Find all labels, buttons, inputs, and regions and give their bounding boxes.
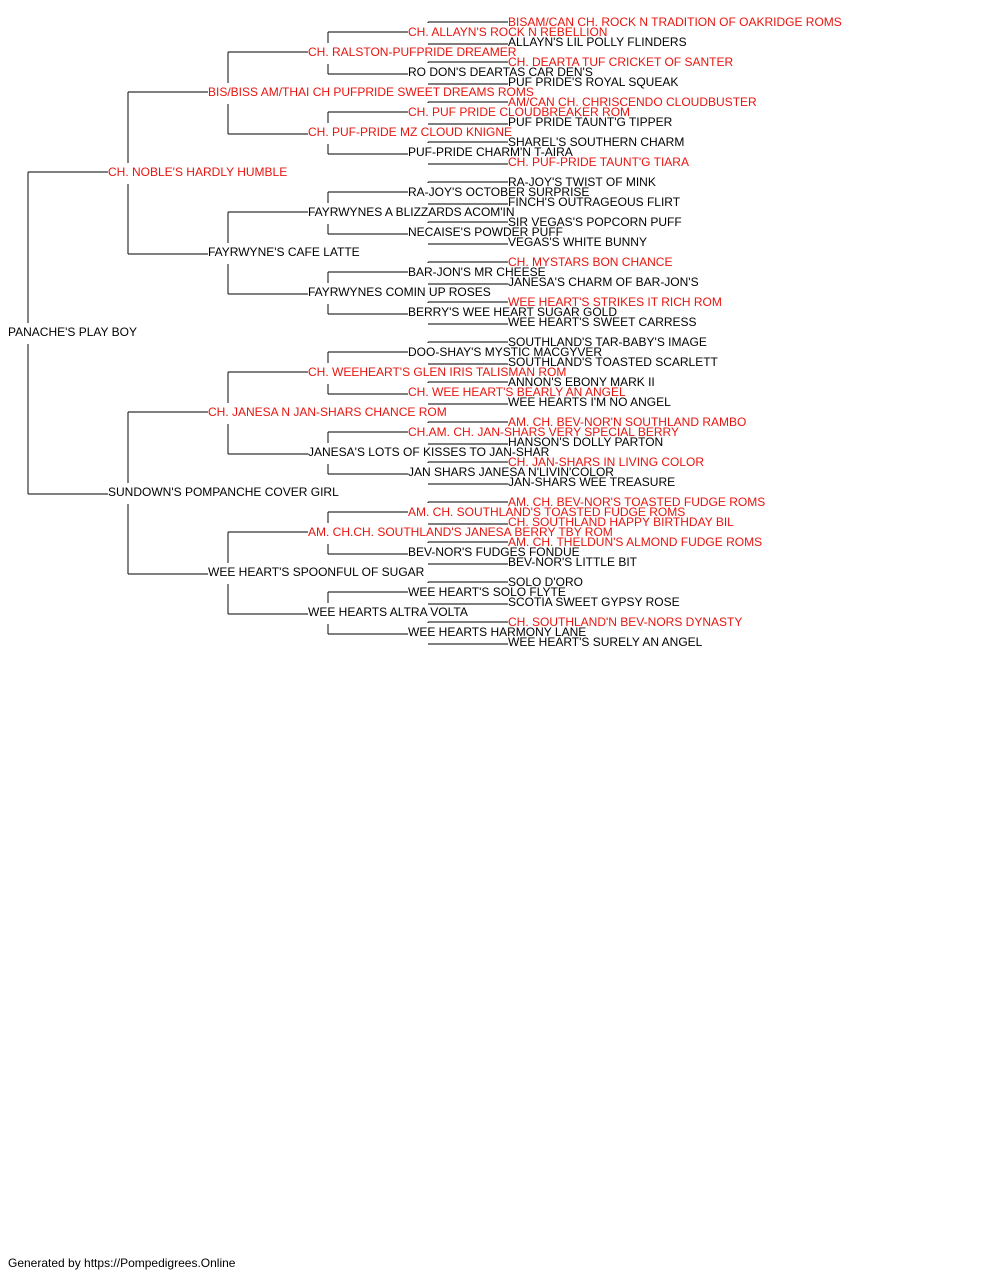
dog-name-dam-dam-dam-sire-dam: SCOTIA SWEET GYPSY ROSE — [508, 595, 680, 609]
dog-name-sire-sire-dam-sire: CH. PUF PRIDE CLOUDBREAKER ROM — [408, 105, 630, 119]
dog-name-dam-sire-dam-sire: CH.AM. CH. JAN-SHARS VERY SPECIAL BERRY — [408, 425, 679, 439]
dog-name-dam-dam-dam-sire: WEE HEART'S SOLO FLYTE — [408, 585, 566, 599]
dog-name-sire-sire-sire-sire-sire: BISAM/CAN CH. ROCK N TRADITION OF OAKRID… — [508, 15, 842, 29]
dog-name-sire-sire-sire-dam: RO DON'S DEARTAS CAR DEN'S — [408, 65, 593, 79]
dog-name-sire-sire-sire-dam-dam: PUF PRIDE'S ROYAL SQUEAK — [508, 75, 678, 89]
dog-name-dam-sire-dam: JANESA'S LOTS OF KISSES TO JAN-SHAR — [308, 445, 550, 459]
dog-name-sire-sire-dam-sire-dam: PUF PRIDE TAUNT'G TIPPER — [508, 115, 673, 129]
dog-name-dam-sire-sire-sire: DOO-SHAY'S MYSTIC MACGYVER — [408, 345, 602, 359]
dog-name-dam-sire-sire-sire-sire: SOUTHLAND'S TAR-BABY'S IMAGE — [508, 335, 707, 349]
dog-name-sire-dam-dam-dam: BERRY'S WEE HEART SUGAR GOLD — [408, 305, 617, 319]
dog-name-dam-dam-sire-sire-sire: AM. CH. BEV-NOR'S TOASTED FUDGE ROMS — [508, 495, 765, 509]
dog-name-sire: CH. NOBLE'S HARDLY HUMBLE — [108, 165, 287, 179]
dog-name-subject: PANACHE'S PLAY BOY — [8, 325, 137, 339]
dog-name-dam-sire-sire-dam-dam: WEE HEARTS I'M NO ANGEL — [508, 395, 671, 409]
dog-name-sire-sire-dam-sire-sire: AM/CAN CH. CHRISCENDO CLOUDBUSTER — [508, 95, 757, 109]
dog-name-dam-dam-dam: WEE HEARTS ALTRA VOLTA — [308, 605, 468, 619]
dog-name-dam-dam-sire-dam-sire: AM. CH. THELDUN'S ALMOND FUDGE ROMS — [508, 535, 762, 549]
dog-name-sire-dam-sire-dam-sire: SIR VEGAS'S POPCORN PUFF — [508, 215, 682, 229]
dog-name-dam-dam-sire-sire-dam: CH. SOUTHLAND HAPPY BIRTHDAY BIL — [508, 515, 734, 529]
dog-name-dam-dam-sire: AM. CH.CH. SOUTHLAND'S JANESA BERRY TBY … — [308, 525, 613, 539]
dog-name-sire-dam: FAYRWYNE'S CAFE LATTE — [208, 245, 360, 259]
dog-name-dam-dam-sire-dam: BEV-NOR'S FUDGES FONDUE — [408, 545, 580, 559]
dog-name-sire-sire-sire-sire: CH. ALLAYN'S ROCK N REBELLION — [408, 25, 607, 39]
dog-name-dam-dam-dam-dam-dam: WEE HEART'S SURELY AN ANGEL — [508, 635, 703, 649]
dog-name-sire-dam-sire: FAYRWYNES A BLIZZARDS ACOM'IN — [308, 205, 515, 219]
dog-name-dam-dam: WEE HEART'S SPOONFUL OF SUGAR — [208, 565, 425, 579]
dog-name-dam-dam-dam-sire-sire: SOLO D'ORO — [508, 575, 583, 589]
dog-name-dam-sire-dam-dam-sire: CH. JAN-SHARS IN LIVING COLOR — [508, 455, 704, 469]
dog-name-dam-sire-dam-sire-sire: AM. CH. BEV-NOR'N SOUTHLAND RAMBO — [508, 415, 746, 429]
dog-name-dam-dam-sire-sire: AM. CH. SOUTHLAND'S TOASTED FUDGE ROMS — [408, 505, 685, 519]
dog-name-sire-dam-dam-sire: BAR-JON'S MR CHEESE — [408, 265, 546, 279]
dog-name-sire-dam-sire-dam: NECAISE'S POWDER PUFF — [408, 225, 563, 239]
dog-name-sire-dam-sire-sire-sire: RA-JOY'S TWIST OF MINK — [508, 175, 656, 189]
dog-name-sire-sire-sire-sire-dam: ALLAYN'S LIL POLLY FLINDERS — [508, 35, 687, 49]
dog-name-dam-dam-dam-dam: WEE HEARTS HARMONY LANE — [408, 625, 586, 639]
generated-by-footer: Generated by https://Pompedigrees.Online — [8, 1256, 236, 1270]
dog-name-sire-sire-sire-dam-sire: CH. DEARTA TUF CRICKET OF SANTER — [508, 55, 733, 69]
dog-name-sire-dam-sire-dam-dam: VEGAS'S WHITE BUNNY — [508, 235, 647, 249]
dog-name-sire-dam-dam-sire-sire: CH. MYSTARS BON CHANCE — [508, 255, 672, 269]
dog-name-sire-sire-sire: CH. RALSTON-PUFPRIDE DREAMER — [308, 45, 517, 59]
dog-name-sire-dam-sire-sire-dam: FINCH'S OUTRAGEOUS FLIRT — [508, 195, 681, 209]
dog-name-dam-sire-dam-dam-dam: JAN-SHARS WEE TREASURE — [508, 475, 675, 489]
dog-name-sire-sire-dam: CH. PUF-PRIDE MZ CLOUD KNIGNE — [308, 125, 512, 139]
dog-name-dam-dam-dam-dam-sire: CH. SOUTHLAND'N BEV-NORS DYNASTY — [508, 615, 742, 629]
dog-name-sire-sire: BIS/BISS AM/THAI CH PUFPRIDE SWEET DREAM… — [208, 85, 534, 99]
dog-name-sire-dam-dam-dam-sire: WEE HEART'S STRIKES IT RICH ROM — [508, 295, 722, 309]
dog-name-dam-sire-sire-sire-dam: SOUTHLAND'S TOASTED SCARLETT — [508, 355, 719, 369]
dog-name-dam-dam-sire-dam-dam: BEV-NOR'S LITTLE BIT — [508, 555, 638, 569]
dog-name-dam-sire: CH. JANESA N JAN-SHARS CHANCE ROM — [208, 405, 447, 419]
dog-name-sire-dam-dam-dam-dam: WEE HEART'S SWEET CARRESS — [508, 315, 697, 329]
dog-name-dam-sire-sire: CH. WEEHEART'S GLEN IRIS TALISMAN ROM — [308, 365, 566, 379]
dog-name-dam-sire-sire-dam: CH. WEE HEART'S BEARLY AN ANGEL — [408, 385, 626, 399]
dog-name-sire-sire-dam-dam-dam: CH. PUF-PRIDE TAUNT'G TIARA — [508, 155, 689, 169]
dog-name-dam-sire-dam-sire-dam: HANSON'S DOLLY PARTON — [508, 435, 663, 449]
dog-name-dam-sire-sire-dam-sire: ANNON'S EBONY MARK II — [508, 375, 655, 389]
dog-name-dam: SUNDOWN'S POMPANCHE COVER GIRL — [108, 485, 339, 499]
dog-name-sire-dam-sire-sire: RA-JOY'S OCTOBER SURPRISE — [408, 185, 589, 199]
dog-name-dam-sire-dam-dam: JAN SHARS JANESA N'LIVIN'COLOR — [408, 465, 614, 479]
dog-name-sire-dam-dam-sire-dam: JANESA'S CHARM OF BAR-JON'S — [508, 275, 699, 289]
dog-name-sire-sire-dam-dam: PUF-PRIDE CHARM'N T-AIRA — [408, 145, 573, 159]
dog-name-sire-dam-dam: FAYRWYNES COMIN UP ROSES — [308, 285, 491, 299]
dog-name-sire-sire-dam-dam-sire: SHAREL'S SOUTHERN CHARM — [508, 135, 684, 149]
